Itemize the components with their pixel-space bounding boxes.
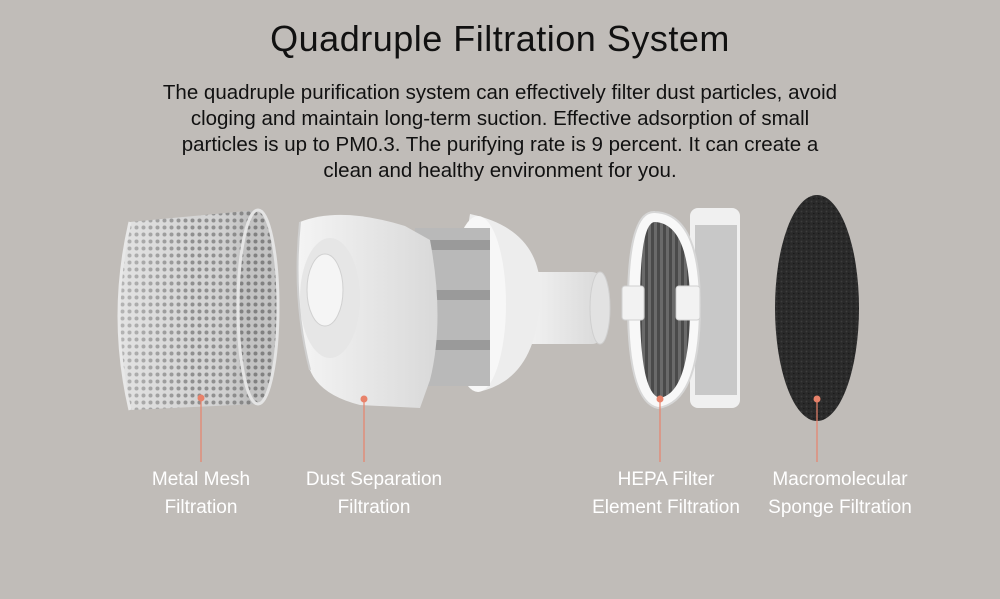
label-metal-mesh: Metal Mesh Filtration [121,466,281,522]
hepa-filter-image [621,208,740,410]
label-line: Sponge Filtration [768,497,912,518]
description-line: cloging and maintain long-term suction. … [190,107,810,130]
description-paragraph: The quadruple purification system can ef… [100,80,900,184]
label-line: Metal Mesh [151,469,251,490]
marker-dot-metal-mesh [197,394,205,402]
description-line: The quadruple purification system can ef… [162,81,838,104]
label-line: HEPA Filter [617,469,715,490]
label-line: Filtration [337,497,411,518]
label-line: Element Filtration [592,497,740,518]
label-hepa-filter: HEPA Filter Element Filtration [576,466,756,522]
label-dust-separation: Dust Separation Filtration [284,466,464,522]
marker-dot-sponge [813,395,821,403]
label-line: Dust Separation [305,469,443,490]
label-sponge: Macromolecular Sponge Filtration [755,466,925,522]
marker-dot-hepa [656,395,664,403]
callout-markers [197,394,821,462]
marker-dot-dust-separation [360,395,368,403]
sponge-filter-image [775,195,859,421]
label-line: Macromolecular [772,469,908,490]
description-line: clean and healthy environment for you. [323,159,677,182]
page-title: Quadruple Filtration System [270,18,730,59]
metal-mesh-filter-image [117,208,280,411]
label-line: Filtration [164,497,238,518]
description-line: particles is up to PM0.3. The purifying … [181,133,819,156]
dust-separation-module-image [296,214,611,408]
